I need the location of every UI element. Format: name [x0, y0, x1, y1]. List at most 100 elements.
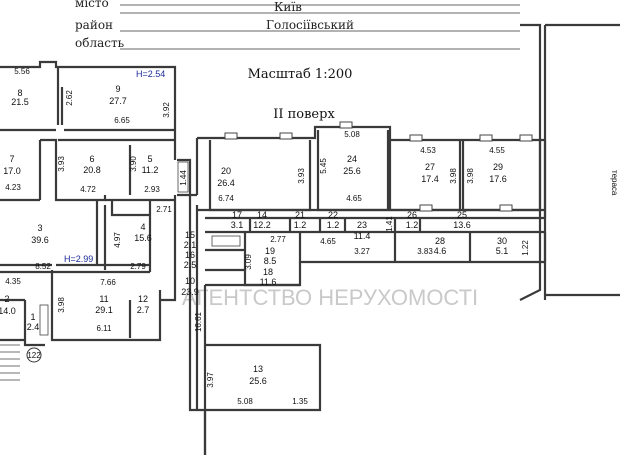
- dimension: 4.65: [320, 237, 336, 246]
- stairs: [0, 161, 241, 381]
- dimension: 2.79: [130, 262, 146, 271]
- room-10: 10 23.9: [181, 276, 199, 297]
- room-number: 18: [263, 267, 273, 277]
- room-number: 11: [99, 294, 108, 304]
- district-label: район: [75, 18, 113, 32]
- room-28: 28 4.6: [434, 236, 447, 256]
- room-number: 6: [89, 154, 94, 164]
- room-area: 4.6: [434, 246, 447, 256]
- room-5: 5 11.2: [142, 154, 159, 175]
- room-12: 12 2.7: [137, 294, 150, 315]
- room-area: 11.2: [142, 165, 159, 175]
- dimension: 2.62: [65, 90, 74, 106]
- dimension: 3.93: [297, 168, 306, 184]
- room-area: 1.2: [406, 220, 419, 230]
- dimension: 2.71: [156, 205, 172, 214]
- room-number: 14: [257, 210, 267, 220]
- room-area: 5.1: [496, 246, 509, 256]
- room-area: 12.2: [253, 220, 271, 230]
- terrace-label: тераса: [610, 170, 619, 196]
- walls: [0, 23, 620, 455]
- room-area: 15.6: [134, 233, 152, 243]
- watermark: АГЕНТСТВО НЕРУХОМОСТІ: [182, 285, 478, 310]
- room-29: 29 17.6: [489, 162, 507, 184]
- dimension: 4.97: [113, 232, 122, 248]
- room-number: 25: [457, 210, 467, 220]
- dimension: 4.72: [80, 185, 96, 194]
- room-number: 9: [115, 84, 120, 94]
- room-8: 8 21.5: [11, 88, 29, 107]
- dimension: 3.98: [57, 297, 66, 313]
- room-area: 2.4: [27, 322, 40, 332]
- dimension: 3.98: [466, 168, 475, 184]
- windows: [224, 121, 533, 212]
- scale-label: Масштаб 1:200: [248, 67, 353, 82]
- room-number: 24: [347, 154, 357, 164]
- dimension: 5.45: [319, 158, 328, 174]
- room-13: 13 25.6: [249, 364, 267, 386]
- room-area: 2.1: [184, 240, 197, 250]
- dimension: 5.08: [237, 397, 253, 406]
- room-number: 3: [37, 223, 42, 233]
- room-17: 17 3.1: [231, 210, 244, 230]
- height-mark-mid: H=2.99: [64, 254, 93, 264]
- room-1: 1 2.4: [27, 312, 40, 332]
- room-area: 2.5: [184, 260, 197, 270]
- floor-label: II поверх: [273, 107, 335, 122]
- room-11: 11 29.1: [95, 294, 113, 315]
- room-area: 17.0: [3, 166, 21, 176]
- room-number: 30: [497, 236, 507, 246]
- room-number: 23: [357, 220, 367, 230]
- dimension: 1.41: [385, 216, 394, 232]
- room-area: 26.4: [217, 178, 235, 188]
- dimension: 4.65: [346, 194, 362, 203]
- room-area: 29.1: [95, 305, 113, 315]
- region-label: область: [75, 36, 125, 50]
- dimension: 6.65: [114, 116, 130, 125]
- room-9: 9 27.7: [109, 84, 127, 106]
- city-value: Київ: [274, 0, 302, 14]
- room-3: 3 39.6: [31, 223, 49, 245]
- location-badge: 122: [27, 351, 41, 360]
- dimension: 5.56: [14, 67, 30, 76]
- room-area: 27.7: [109, 96, 127, 106]
- room-number: 20: [221, 166, 231, 176]
- room-area: 25.6: [343, 166, 361, 176]
- dimension: 1.44: [179, 170, 188, 186]
- dimension: 3.97: [206, 372, 215, 388]
- room-area: 13.6: [453, 220, 471, 230]
- room-number: 26: [407, 210, 417, 220]
- dimension: 3.98: [449, 168, 458, 184]
- room-27: 27 17.4: [421, 162, 439, 184]
- room-area: 11.6: [260, 277, 277, 287]
- room-20: 20 26.4: [217, 166, 235, 188]
- room-number: 5: [147, 154, 152, 164]
- dimension: 3.83: [417, 247, 433, 256]
- room-24: 24 25.6: [343, 154, 361, 176]
- room-number: 22: [328, 210, 338, 220]
- room-area: 17.6: [489, 174, 507, 184]
- dimension: 4.55: [489, 146, 505, 155]
- room-area: 3.1: [231, 220, 244, 230]
- dimension: 2.93: [144, 185, 160, 194]
- dimension: 7.66: [100, 278, 116, 287]
- room-area: 14.0: [0, 306, 16, 316]
- room-26: 26 1.2: [406, 210, 419, 230]
- room-area: 20.8: [83, 165, 101, 175]
- room-16: 16 2.5: [184, 250, 197, 270]
- room-number: 27: [425, 162, 435, 172]
- room-area: 1.2: [327, 220, 340, 230]
- location-badge-circle: [26, 347, 42, 363]
- room-number: 12: [138, 294, 148, 304]
- dimension: 6.74: [218, 194, 234, 203]
- room-21: 21 1.2: [294, 210, 307, 230]
- dimension: 4.35: [5, 277, 21, 286]
- room-area: 1.2: [294, 220, 307, 230]
- dimension: 3.09: [244, 254, 253, 270]
- dimension: 5.08: [344, 130, 360, 139]
- room-30: 30 5.1: [496, 236, 509, 256]
- room-number: 21: [295, 210, 305, 220]
- room-4: 4 15.6: [134, 222, 152, 243]
- room-number: 15: [185, 230, 195, 240]
